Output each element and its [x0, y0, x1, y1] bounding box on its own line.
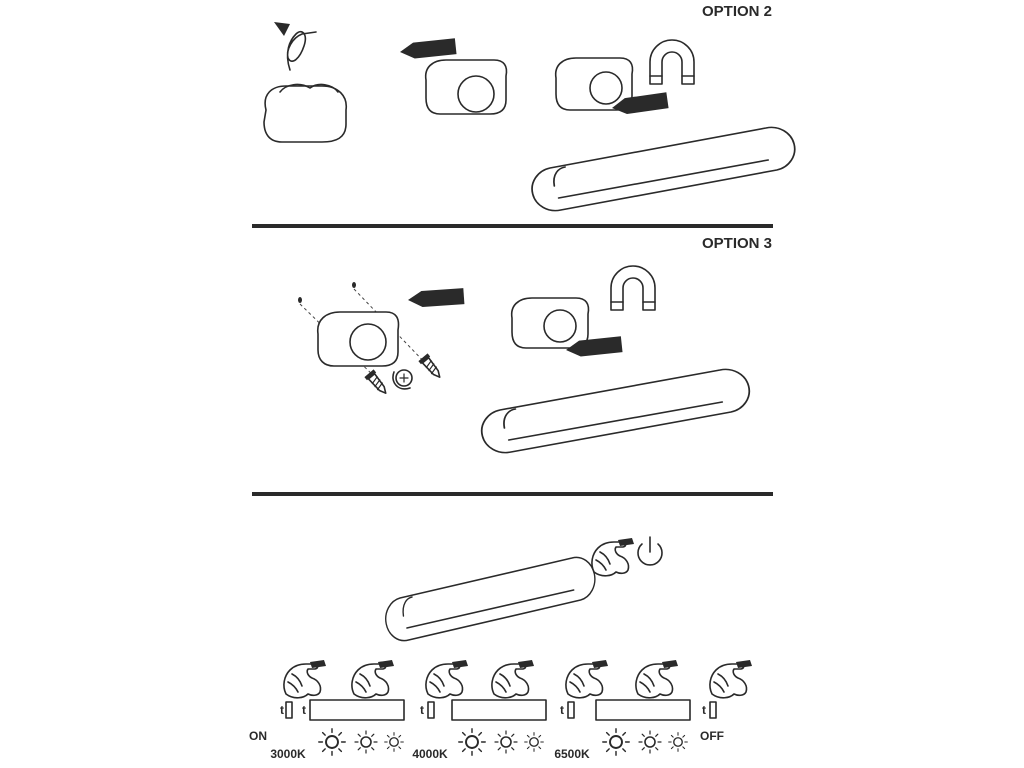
- cct-label-4000k: 4000K: [412, 747, 448, 761]
- power-icon: [637, 536, 663, 566]
- hand-press-icon: [425, 659, 469, 699]
- time-label: t: [560, 703, 564, 717]
- time-label: t: [420, 703, 424, 717]
- cct-label-3000k: 3000K: [270, 747, 306, 761]
- time-label: t: [702, 703, 706, 717]
- hand-press-icon: [709, 659, 753, 699]
- option3-title: OPTION 3: [702, 235, 772, 252]
- mount-arrow-step: [399, 38, 508, 115]
- short-press-box: [285, 701, 293, 719]
- hand-press-icon: [283, 659, 327, 699]
- hand-press-icon: [635, 659, 679, 699]
- cct-label-6500k: 6500K: [554, 747, 590, 761]
- sun-icon: [317, 727, 689, 757]
- short-press-box: [427, 701, 435, 719]
- hand-press-icon: [591, 537, 635, 577]
- short-press-box: [709, 701, 717, 719]
- option2-title: OPTION 2: [702, 3, 772, 20]
- long-press-box: [595, 699, 691, 721]
- hand-press-icon: [351, 659, 395, 699]
- mode-sequence: t t t t t ON 3000K 4000K 6500K OFF: [249, 659, 753, 761]
- hand-press-icon: [491, 659, 535, 699]
- lamp-power-step: [384, 536, 663, 642]
- off-label: OFF: [700, 729, 724, 743]
- adhesive-peel-icon: [263, 22, 347, 143]
- screw-mount-step: [298, 282, 465, 398]
- magnet-lamp-step-2: [480, 265, 751, 454]
- magnet-lamp-step: [531, 39, 796, 212]
- short-press-box: [567, 701, 575, 719]
- on-label: ON: [249, 729, 267, 743]
- hand-press-icon: [565, 659, 609, 699]
- long-press-box: [451, 699, 547, 721]
- long-press-box: [309, 699, 405, 721]
- time-label: t: [280, 703, 284, 717]
- screwdriver-rotate-icon: [392, 369, 413, 390]
- time-label: t: [302, 703, 306, 717]
